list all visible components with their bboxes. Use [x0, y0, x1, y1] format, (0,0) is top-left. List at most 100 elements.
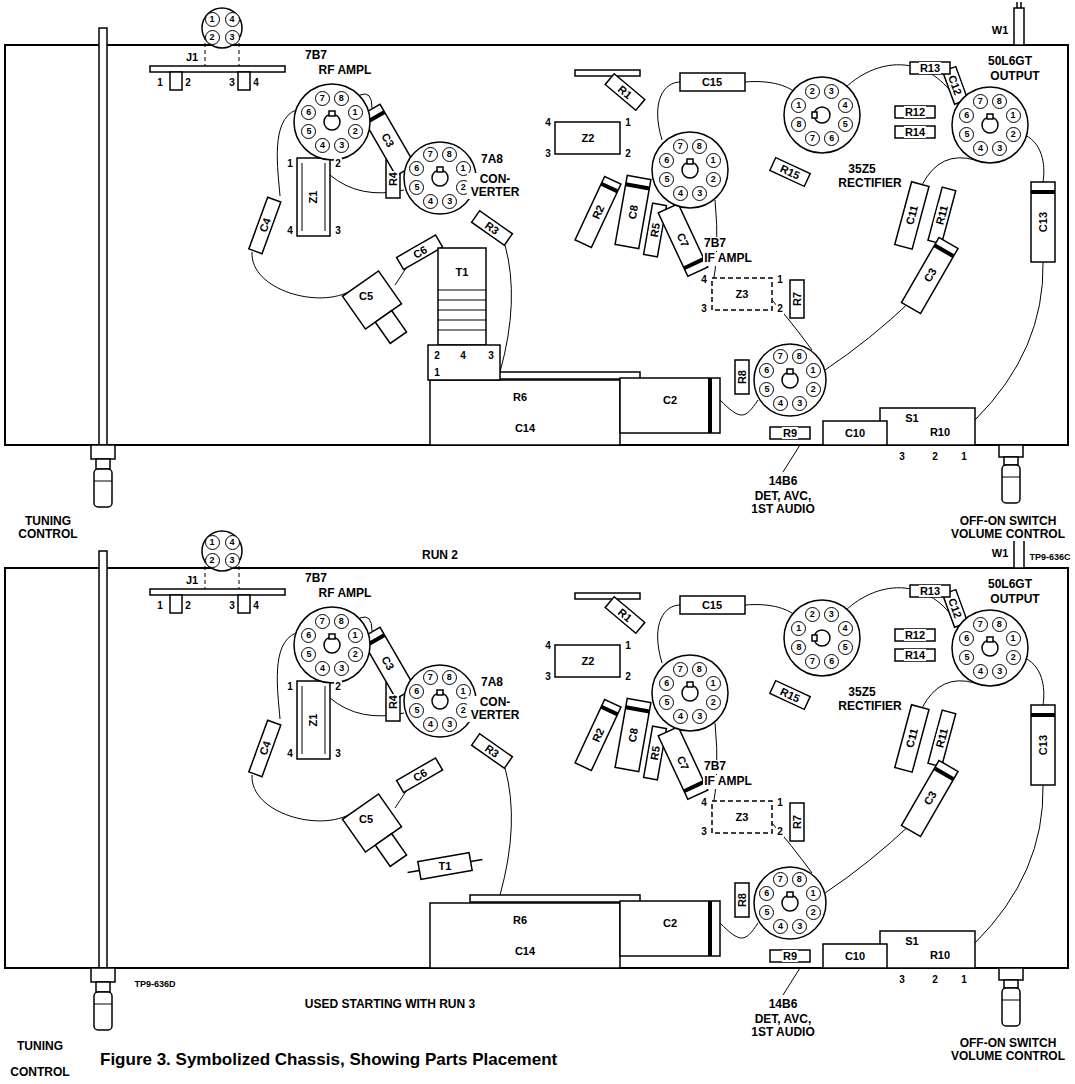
pin-number: 5 [838, 117, 853, 132]
tube-label: 35Z5 [847, 686, 876, 699]
pin-number: 6 [409, 161, 424, 176]
part-label: C8 [626, 726, 641, 744]
part-label: W1 [991, 24, 1010, 36]
part-label: C6 [410, 243, 430, 262]
lead-number: 3 [334, 748, 342, 759]
pin-number: 1 [791, 621, 806, 636]
lead-number: 1 [286, 158, 294, 169]
part-label: T1 [455, 266, 470, 278]
part-label: R14 [904, 649, 926, 661]
part-label: Z3 [735, 288, 750, 300]
pin-number: 4 [973, 141, 988, 156]
figure-caption: Figure 3. Symbolized Chassis, Showing Pa… [100, 1050, 557, 1070]
pin-number: 1 [791, 98, 806, 113]
pin-number: 6 [759, 363, 774, 378]
chassis-run-2 [5, 2, 1068, 507]
part-label: C4 [257, 215, 274, 234]
pin-number: 6 [301, 105, 316, 120]
part-label: R8 [736, 892, 748, 908]
pin-number: 2 [806, 382, 821, 397]
part-label: C7 [674, 230, 692, 250]
pin-number: 5 [959, 650, 974, 665]
pin-number: 4 [673, 709, 688, 724]
part-label: C2 [662, 917, 678, 929]
tube-label: RF AMPL [318, 587, 373, 600]
pin-number: 2 [348, 124, 363, 139]
tube-label: 7B7 [703, 760, 727, 773]
tube-label: 35Z5 [847, 163, 876, 176]
pin-number: 1 [205, 12, 220, 27]
pin-number: 1 [806, 886, 821, 901]
pin-number: 7 [773, 349, 788, 364]
part-label: R12 [904, 106, 926, 118]
part-label: R10 [929, 949, 951, 961]
part-label: R5 [648, 221, 663, 239]
tube-label: IF AMPL [703, 775, 753, 788]
part-label: R11 [933, 203, 950, 227]
lead-number: 1 [156, 600, 164, 611]
part-label: R6 [512, 391, 528, 403]
lead-number: 2 [184, 77, 192, 88]
tube-label: 7B7 [703, 237, 727, 250]
tube-label: 7B7 [304, 572, 328, 585]
pin-number: 3 [334, 661, 349, 676]
lead-number: 4 [544, 640, 552, 651]
pin-number: 4 [315, 138, 330, 153]
part-label: W1 [991, 547, 1010, 559]
tube-label: CONTROL [9, 1066, 70, 1079]
pin-number: 8 [792, 349, 807, 364]
pin-number: 6 [959, 631, 974, 646]
lead-number: 4 [286, 225, 294, 236]
coil-t1-small [406, 851, 484, 882]
pin-number: 1 [1006, 108, 1021, 123]
pin-number: 1 [1006, 631, 1021, 646]
pin-number: 3 [442, 717, 457, 732]
drawing-number: TP9-636C [1028, 553, 1071, 563]
lead-number: 1 [960, 451, 968, 462]
pin-number: 1 [706, 153, 721, 168]
note-text: DET, AVC, 1ST AUDIO [742, 1013, 824, 1039]
pin-number: 1 [348, 628, 363, 643]
part-label: R11 [933, 726, 950, 750]
pin-number: 6 [959, 108, 974, 123]
tube-label: RUN 2 [421, 549, 459, 562]
pin-number: 3 [225, 553, 240, 568]
pin-number: 1 [706, 676, 721, 691]
pin-number: 1 [348, 105, 363, 120]
tube-label: 7B7 [304, 49, 328, 62]
part-label: Z3 [735, 811, 750, 823]
pin-number: 3 [692, 709, 707, 724]
pin-number: 8 [992, 94, 1007, 109]
part-label: C10 [844, 427, 866, 439]
tube-label: 14B6 [768, 998, 799, 1011]
part-label: S1 [904, 935, 919, 947]
part-label: C6 [410, 766, 430, 785]
pin-number: 5 [409, 180, 424, 195]
pin-number: 8 [334, 91, 349, 106]
lead-number: 4 [544, 117, 552, 128]
pin-number: 4 [773, 396, 788, 411]
pin-number: 6 [301, 628, 316, 643]
note-text: CON- VERTER [467, 696, 524, 722]
part-label: R4 [387, 171, 399, 187]
part-label: R3 [482, 218, 502, 237]
pin-number: 7 [973, 94, 988, 109]
drawing-number: TP9-636D [133, 980, 176, 990]
part-label: R14 [904, 126, 926, 138]
part-label: C15 [701, 76, 723, 88]
tube-label: RF AMPL [318, 64, 373, 77]
pin-number: 7 [423, 147, 438, 162]
part-label: R7 [791, 814, 803, 830]
lead-number: 3 [544, 671, 552, 682]
note-text: OFF-ON SWITCH VOLUME CONTROL [947, 1037, 1069, 1063]
pin-number: 2 [805, 607, 820, 622]
pin-number: 4 [423, 717, 438, 732]
part-label: C3 [379, 130, 398, 150]
tube-label: TUNING [16, 1040, 64, 1053]
pin-number: 3 [792, 396, 807, 411]
part-label: C4 [257, 738, 274, 757]
pin-number: 4 [773, 919, 788, 934]
lead-number: 2 [776, 303, 784, 314]
part-label: S1 [904, 412, 919, 424]
